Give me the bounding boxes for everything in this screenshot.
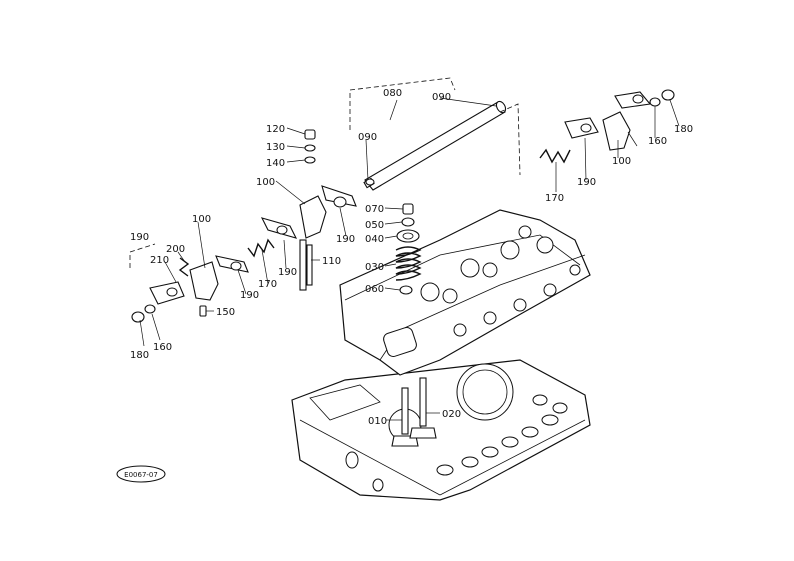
label-170-center: 170 (258, 279, 277, 290)
leader-lines (139, 97, 680, 421)
label-190-right: 190 (577, 177, 596, 188)
group-bracket-190 (129, 243, 156, 268)
rocker-assembly-left (149, 255, 249, 305)
valve-cap-070 (402, 203, 414, 215)
collet-050 (401, 217, 415, 227)
label-130: 130 (266, 142, 285, 153)
washer-130 (304, 144, 316, 152)
circlip-180-left (131, 311, 145, 323)
label-210: 210 (150, 255, 169, 266)
group-bracket-080 (349, 77, 456, 130)
label-100-left: 100 (192, 214, 211, 225)
spring-seat-060 (399, 285, 413, 295)
label-040: 040 (365, 234, 384, 245)
label-180-right: 180 (674, 124, 693, 135)
reference-code: E0067-07 (124, 471, 158, 479)
label-160-left: 160 (153, 342, 172, 353)
label-100-right: 100 (612, 156, 631, 167)
label-110: 110 (322, 256, 341, 267)
label-070: 070 (365, 204, 384, 215)
valve-020 (409, 377, 437, 439)
end-plug-160-right (649, 97, 661, 107)
circlip-180-right (661, 89, 675, 101)
cylinder-head (339, 209, 591, 376)
group-bracket-shaft (499, 103, 521, 176)
valve-spring-030 (395, 246, 422, 281)
reference-code-stamp: E0067-07 (116, 465, 166, 483)
spring-retainer-040 (396, 229, 420, 243)
label-190-center-b: 190 (336, 234, 355, 245)
rocker-assembly-right (539, 91, 652, 164)
head-valve-ports (420, 225, 554, 304)
label-080: 080 (383, 88, 402, 99)
end-plug-160-left (144, 304, 156, 314)
cylinder-block (291, 359, 591, 501)
head-side-holes (453, 264, 581, 337)
block-bolt-holes (436, 394, 568, 476)
rocker-assembly-center (247, 185, 357, 291)
label-170-right: 170 (545, 193, 564, 204)
label-010: 010 (368, 416, 387, 427)
label-150: 150 (216, 307, 235, 318)
stud-110 (306, 244, 313, 286)
label-190-left: 190 (240, 290, 259, 301)
label-100-center: 100 (256, 177, 275, 188)
label-030: 030 (365, 262, 384, 273)
pin-150 (199, 305, 207, 317)
label-140: 140 (266, 158, 285, 169)
label-090-top: 090 (432, 92, 451, 103)
label-120: 120 (266, 124, 285, 135)
label-020: 020 (442, 409, 461, 420)
washer-140 (304, 156, 316, 164)
bolt-120 (304, 129, 316, 140)
label-200: 200 (166, 244, 185, 255)
label-190-left-group: 190 (130, 232, 149, 243)
part-labels: 010 020 030 040 050 060 070 080 090 090 … (130, 88, 693, 427)
plug-090 (365, 178, 375, 186)
label-050: 050 (365, 220, 384, 231)
rocker-shaft-080 (363, 100, 507, 191)
label-090-mid: 090 (358, 132, 377, 143)
label-190-center-a: 190 (278, 267, 297, 278)
label-180-left: 180 (130, 350, 149, 361)
label-060: 060 (365, 284, 384, 295)
label-160-right: 160 (648, 136, 667, 147)
